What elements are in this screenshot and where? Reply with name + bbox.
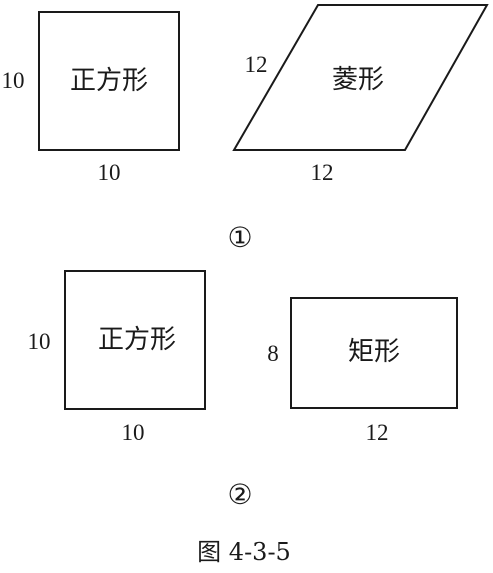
group-2: 正方形 10 10 矩形 8 12 ②	[28, 270, 458, 511]
rectangle-side-length: 8	[267, 341, 279, 366]
square-1-outline	[38, 11, 180, 151]
group-1: 正方形 10 10 菱形 12 12 ①	[2, 4, 489, 254]
square-2-side-length: 10	[28, 329, 51, 354]
square-2-bottom-length: 10	[122, 420, 145, 445]
group-2-marker: ②	[227, 478, 252, 511]
rhombus-label: 菱形	[332, 65, 384, 95]
rectangle-label: 矩形	[348, 337, 400, 367]
rhombus-bottom-length: 12	[311, 160, 334, 185]
square-1-bottom-length: 10	[98, 160, 121, 185]
rectangle-bottom-length: 12	[366, 420, 389, 445]
square-2-outline	[64, 270, 206, 410]
group-1-marker: ①	[227, 221, 252, 254]
figure-caption: 图 4-3-5	[197, 538, 291, 566]
rhombus-side-length: 12	[245, 52, 268, 77]
rectangle-outline	[290, 297, 458, 409]
square-2-label: 正方形	[98, 325, 176, 355]
rhombus-outline	[232, 4, 489, 151]
square-1-side-length: 10	[2, 68, 25, 93]
square-1-label: 正方形	[70, 66, 148, 96]
